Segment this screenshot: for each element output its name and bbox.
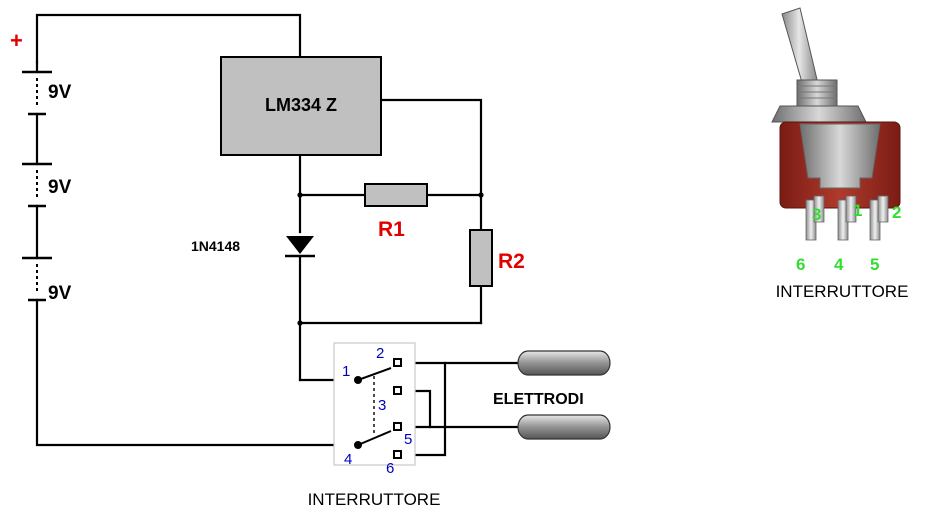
toggle-pin-6: 6 xyxy=(796,255,805,274)
electrode-bottom xyxy=(517,414,611,440)
toggle-switch-illustration xyxy=(771,7,901,241)
junction-dots xyxy=(297,192,484,326)
toggle-pin-1: 1 xyxy=(853,201,862,220)
battery-2-label: 9V xyxy=(48,177,72,198)
r2-label: R2 xyxy=(498,250,525,273)
switch-pin-4: 4 xyxy=(344,451,352,468)
switch-pin-5: 5 xyxy=(404,431,412,448)
battery-1 xyxy=(22,70,52,116)
toggle-pin-5: 5 xyxy=(870,255,879,274)
diode-label: 1N4148 xyxy=(191,238,240,254)
battery-3-label: 9V xyxy=(48,283,72,304)
switch-pin-6: 6 xyxy=(386,460,394,477)
toggle-pin-4: 4 xyxy=(834,255,844,274)
switch-pin-1: 1 xyxy=(342,363,350,380)
wires xyxy=(35,13,522,457)
battery-3 xyxy=(22,256,52,302)
electrode-top xyxy=(517,350,611,376)
resistor-r2 xyxy=(469,229,493,287)
regulator-label: LM334 Z xyxy=(265,95,337,115)
r1-label: R1 xyxy=(378,218,405,241)
switch-pin-2: 2 xyxy=(376,345,384,362)
battery-1-label: 9V xyxy=(48,82,72,103)
plus-sign: + xyxy=(10,28,23,53)
switch-symbol xyxy=(354,358,402,459)
toggle-pin-3: 3 xyxy=(812,205,821,224)
toggle-caption: INTERRUTTORE xyxy=(776,282,909,301)
switch-caption: INTERRUTTORE xyxy=(308,490,441,509)
switch-pin-3: 3 xyxy=(378,397,386,414)
switch-frame xyxy=(333,342,416,466)
toggle-pin-2: 2 xyxy=(892,203,901,222)
resistor-r1 xyxy=(364,183,428,207)
electrodes-label: ELETTRODI xyxy=(493,391,584,408)
battery-2 xyxy=(22,162,52,208)
diode-symbol xyxy=(285,236,315,258)
regulator-box xyxy=(220,56,382,156)
